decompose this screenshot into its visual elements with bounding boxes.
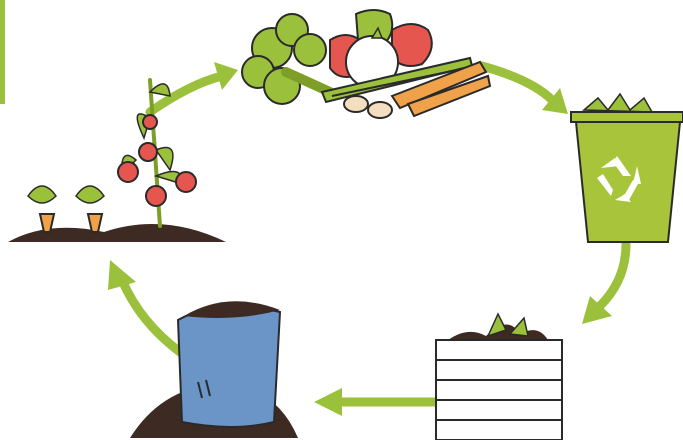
mushrooms [343,95,393,119]
green-recycling-bin [570,92,683,243]
broccoli [241,13,335,105]
arrow-composting-to-fertilizer [314,388,439,416]
garden-plants [8,78,226,242]
arrow-growing-to-harvest [145,62,238,117]
arrow-harvest-to-disposal [477,61,568,114]
carrots [390,60,492,118]
compost-sack [130,301,298,438]
accent-edge-bar [0,0,5,104]
arrow-fertilizer-to-growing [108,260,185,357]
vegetables-pile [241,9,492,119]
recycle-icon [597,156,641,202]
carrot-plant [27,185,105,233]
compost-box [435,312,563,440]
cycle-arrows [108,61,631,416]
tomato-plant [117,78,197,228]
arrow-disposal-to-composting [582,239,631,324]
